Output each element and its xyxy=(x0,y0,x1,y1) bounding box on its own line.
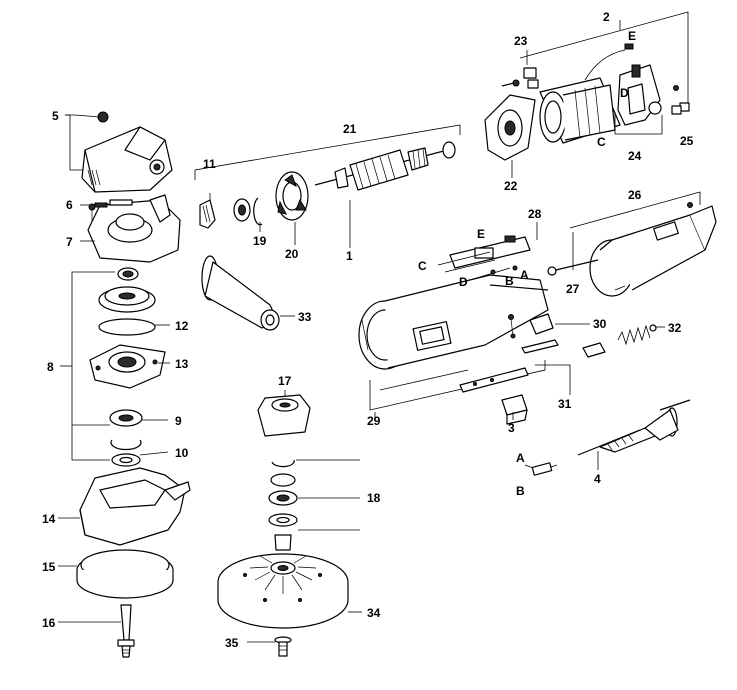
wire-label-c-stator: C xyxy=(597,135,606,149)
wire-label-d-switch: D xyxy=(459,275,468,289)
washer-part-10 xyxy=(111,453,141,467)
bearing-part-9 xyxy=(109,409,143,427)
callout-22: 22 xyxy=(504,179,518,193)
pad-cap-part-17 xyxy=(257,394,311,437)
callout-25: 25 xyxy=(680,134,694,148)
callout-33: 33 xyxy=(298,310,312,324)
gear-housing-part-7 xyxy=(87,194,181,263)
callout-15: 15 xyxy=(42,560,56,574)
callout-13: 13 xyxy=(175,357,189,371)
screw-part-23 xyxy=(501,67,539,89)
motor-housing-part-29 xyxy=(358,274,549,391)
backing-pad-part-34 xyxy=(217,534,349,629)
screw-part-30b xyxy=(508,314,516,339)
circlip xyxy=(110,439,142,451)
callout-8: 8 xyxy=(47,360,54,374)
cable-clamp-part-31 xyxy=(459,339,606,393)
wire-label-a-capacitor: A xyxy=(516,451,525,465)
callout-19: 19 xyxy=(253,234,267,248)
spindle-part-16 xyxy=(117,604,135,658)
wire-label-b-switch: B xyxy=(505,274,514,288)
bearing-part-18 xyxy=(268,473,298,506)
pin-part-6b xyxy=(109,199,133,206)
brush-holder-part-24 xyxy=(617,64,662,126)
washer-part-12 xyxy=(98,318,156,336)
callout-24: 24 xyxy=(628,149,642,163)
callout-28: 28 xyxy=(528,207,542,221)
callout-9: 9 xyxy=(175,414,182,428)
wire-label-d-stator: D xyxy=(620,86,629,100)
switch-part-28 xyxy=(437,235,531,281)
callout-18: 18 xyxy=(367,491,381,505)
callout-5: 5 xyxy=(52,109,59,123)
spring-part-27 xyxy=(547,259,599,276)
callout-11: 11 xyxy=(203,157,216,171)
callout-12: 12 xyxy=(175,319,189,333)
callout-1: 1 xyxy=(346,249,353,263)
callout-26: 26 xyxy=(628,188,642,202)
callout-20: 20 xyxy=(285,247,299,261)
callout-6: 6 xyxy=(66,198,73,212)
circlip-part-19 xyxy=(253,197,263,226)
callout-4: 4 xyxy=(594,472,601,486)
clamp-part-30 xyxy=(529,313,554,335)
pinion-part-11 xyxy=(199,199,216,229)
wire-label-c-switch: C xyxy=(418,259,427,273)
power-cable-part-4 xyxy=(577,399,691,456)
armature-part-1 xyxy=(314,141,456,191)
wire-label-e-stator: E xyxy=(628,29,636,43)
trigger-part-3 xyxy=(501,394,528,425)
wire-label-b-capacitor: B xyxy=(516,484,525,498)
lower-housing-part-14 xyxy=(79,467,191,546)
callout-29: 29 xyxy=(367,414,381,428)
callout-34: 34 xyxy=(367,606,381,620)
circlip-lower xyxy=(271,459,295,468)
callout-21: 21 xyxy=(343,122,357,136)
callout-14: 14 xyxy=(42,512,56,526)
spring-part-32 xyxy=(617,324,657,346)
bearing-flange-part-13 xyxy=(89,344,166,389)
fan-part-20 xyxy=(275,171,309,221)
callout-23: 23 xyxy=(514,34,528,48)
screw-part-35 xyxy=(274,636,292,657)
wire-label-e-switch: E xyxy=(477,227,485,241)
gear-cover-part-5 xyxy=(81,111,173,193)
callout-10: 10 xyxy=(175,446,189,460)
callout-7: 7 xyxy=(66,235,73,249)
bearing-top xyxy=(117,267,139,281)
callout-31: 31 xyxy=(558,397,572,411)
bearing-mid xyxy=(233,198,251,222)
callout-35: 35 xyxy=(225,636,239,650)
side-handle-part-33 xyxy=(201,255,280,331)
capacitor xyxy=(524,462,558,476)
wire-label-a-switch: A xyxy=(520,268,529,282)
callout-3: 3 xyxy=(508,421,515,435)
screw-part-6 xyxy=(88,203,96,222)
stator-housing-part-26 xyxy=(589,202,717,297)
callout-17: 17 xyxy=(278,374,292,388)
callout-30: 30 xyxy=(593,317,607,331)
callout-27: 27 xyxy=(566,282,580,296)
clip-part-25 xyxy=(671,85,690,115)
washer-lower xyxy=(268,513,298,527)
seal-ring-part-15 xyxy=(76,549,174,599)
callout-16: 16 xyxy=(42,616,56,630)
callout-32: 32 xyxy=(668,321,682,335)
brush-holder-part-22 xyxy=(484,94,536,161)
bevel-gear xyxy=(98,286,156,313)
stator-part-2 xyxy=(539,43,634,144)
callout-2: 2 xyxy=(603,10,610,24)
